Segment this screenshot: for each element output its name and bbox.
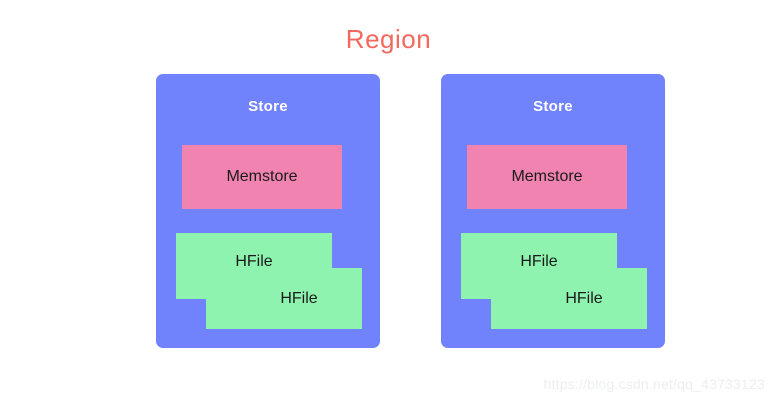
store-label-1: Store [248,98,288,115]
memstore-label-1: Memstore [226,168,298,185]
store-label-2: Store [533,98,573,115]
store-box-2: Store Memstore HFile HFile [441,74,665,348]
memstore-label-2: Memstore [511,168,583,185]
store-box-1: Store Memstore HFile HFile [156,74,380,348]
watermark-text: https://blog.csdn.net/qq_43733123 [543,376,765,392]
hfile-label-1-front: HFile [280,289,318,307]
hfile-label-2-back: HFile [520,253,558,270]
memstore-box-2: Memstore [467,145,627,209]
hfile-box-1-front: HFile [206,268,362,329]
region-title: Region [345,24,432,54]
hfile-label-1-back: HFile [235,253,273,270]
hfile-label-2-front: HFile [565,289,603,307]
hfile-box-2-front: HFile [491,268,647,329]
memstore-box-1: Memstore [182,145,342,209]
